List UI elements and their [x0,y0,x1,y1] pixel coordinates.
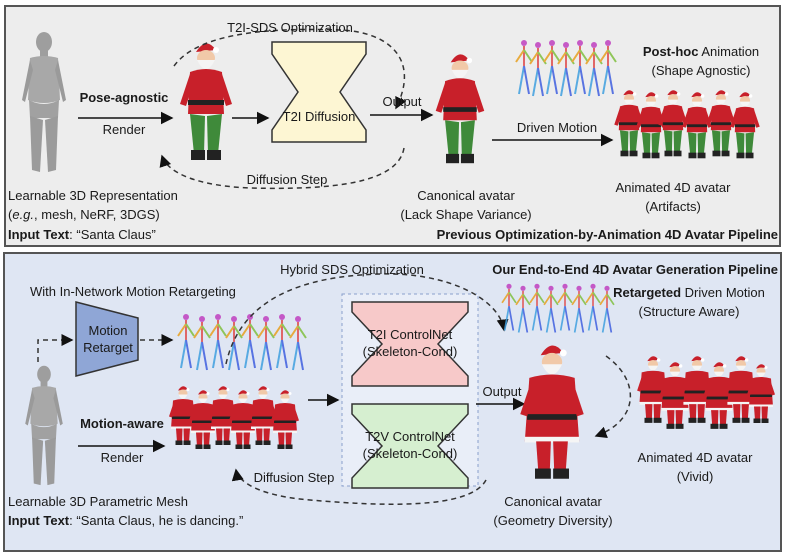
t2i-controlnet-label: T2I ControlNet (Skeleton-Cond) [352,326,468,360]
motion-retarget-line1: Motion [88,323,128,338]
pose-agnostic-label: Pose-agnostic [79,90,169,105]
retargeted-driven-motion-label: Retargeted Driven Motion [600,285,778,301]
geometry-diversity-label: (Geometry Diversity) [493,513,613,528]
t2v-controlnet-label: T2V ControlNet (Skeleton-Cond) [352,428,468,462]
input-text-label-bottom: Input Text [8,513,70,528]
canonical-avatar-label-bottom: Canonical avatar [504,494,602,509]
previous-pipeline-title: Previous Optimization-by-Animation 4D Av… [436,227,778,242]
t2i-diffusion-label: T2I Diffusion [282,109,356,124]
animated-santas-top [614,90,760,159]
retargeted-rest: Driven Motion [681,285,765,300]
input-text-label-top: Input Text [8,227,70,242]
animate-arrow [594,355,631,439]
motion-aware-label: Motion-aware [80,416,164,431]
eg-rest: , mesh, NeRF, 3DGS) [34,207,160,222]
structure-aware-label: (Structure Aware) [638,304,740,319]
diffusion-step-label: Diffusion Step [246,172,328,187]
animated-4d-label-bottom: Animated 4D avatar [637,450,753,465]
artifacts-label: (Artifacts) [645,199,701,214]
learnable-mesh-label: Learnable 3D Parametric Mesh [8,494,188,509]
input-text-value-bottom: : “Santa Claus, he is dancing.” [69,513,244,528]
t2i-diffusion-block [271,41,367,143]
learnable-3d-label: Learnable 3D Representation [8,188,178,203]
post-hoc-animation-label: Post-hoc Animation [626,44,776,60]
sds-loop-lower [159,147,405,190]
hybrid-sds-loop-upper [225,273,509,365]
retargeted-bold: Retargeted [613,285,682,300]
examples-label: (e.g., mesh, NeRF, 3DGS) [8,207,160,222]
vivid-label: (Vivid) [676,469,714,484]
diffusion-step-label-bottom: Diffusion Step [253,470,335,485]
eg-italic: e.g. [12,207,35,222]
output-label-bottom: Output [482,384,522,399]
input-text-top: Input Text: “Santa Claus” [8,227,156,243]
sds-optimization-label: T2I-SDS Optimization [227,20,353,35]
render-santa-figure [180,43,232,160]
canonical-avatar-figure [435,54,485,164]
mannequin-figure [22,32,66,172]
t2v-controlnet-block [351,403,469,489]
sds-loop-upper [173,28,407,110]
t2i-controlnet-block [351,301,469,387]
motion-retarget-block [75,301,139,377]
output-label: Output [382,94,422,109]
animated-4d-label-top: Animated 4D avatar [615,180,731,195]
t2i-controlnet-cond: (Skeleton-Cond) [362,344,458,359]
hybrid-sds-label: Hybrid SDS Optimization [280,262,424,277]
in-network-retargeting-label: With In-Network Motion Retargeting [30,284,236,299]
render-label: Render [102,122,146,137]
motion-retarget-label: Motion Retarget [76,322,140,356]
input-text-bottom: Input Text: “Santa Claus, he is dancing.… [8,513,243,529]
input-text-value-top: : “Santa Claus” [69,227,156,242]
render-label-bottom: Render [100,450,144,465]
shape-agnostic-label: (Shape Agnostic) [651,63,751,78]
our-pipeline-title: Our End-to-End 4D Avatar Generation Pipe… [492,262,778,277]
lack-shape-variance-label: (Lack Shape Variance) [400,207,532,222]
post-hoc-bold: Post-hoc [642,44,699,59]
post-hoc-rest: Animation [698,44,760,59]
driven-motion-skeletons [515,39,617,97]
retarget-input-arrow [37,334,74,362]
driven-motion-label: Driven Motion [516,120,598,135]
t2v-controlnet-name: T2V ControlNet [365,429,455,444]
motion-retarget-line2: Retarget [83,340,133,355]
t2v-controlnet-cond: (Skeleton-Cond) [362,446,458,461]
canonical-avatar-label-top: Canonical avatar [417,188,515,203]
t2i-controlnet-name: T2I ControlNet [367,327,453,342]
